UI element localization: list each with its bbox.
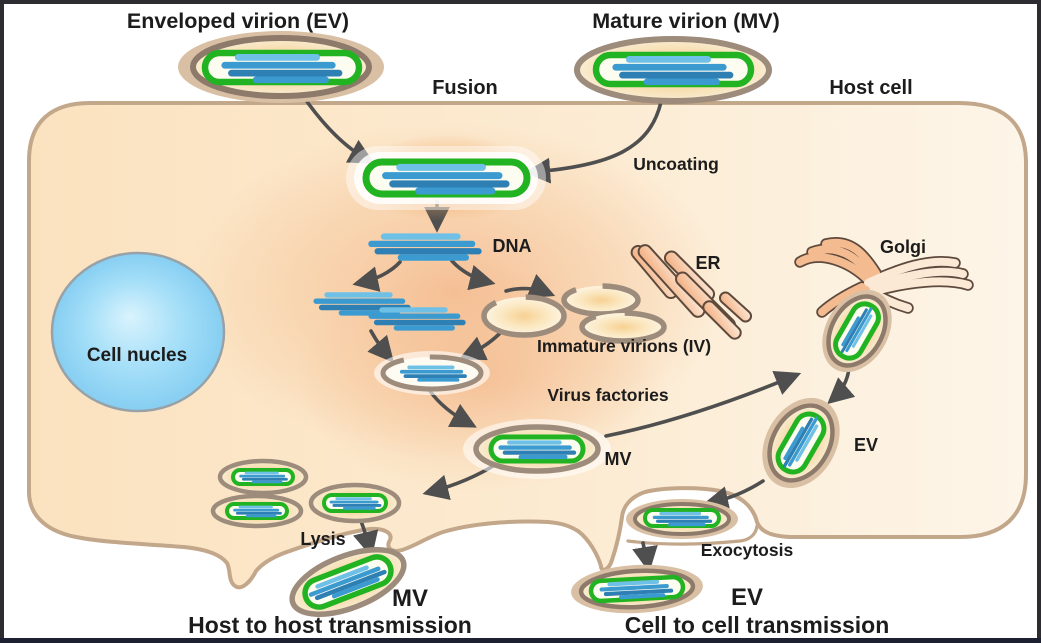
label-immature-virions: Immature virions (IV): [537, 336, 711, 356]
label-ev-golgi: EV: [854, 435, 878, 455]
ev-virion-top: [178, 31, 384, 103]
arrow-dna-to-iv: [450, 259, 496, 291]
ev-virion-exocytosis: [626, 499, 738, 539]
caption-host-to-host: Host to host transmission: [188, 612, 472, 638]
label-golgi: Golgi: [880, 237, 926, 257]
mv-virion-factory: [463, 419, 611, 479]
arrow-fusion-entry: [301, 94, 375, 164]
mv-virion-small-1: [217, 458, 309, 496]
label-cell-nucleus: Cell nucles: [87, 345, 187, 366]
label-er: ER: [695, 253, 720, 273]
label-mv-factory: MV: [605, 449, 632, 469]
arrow-to-immature-virions: [504, 274, 556, 298]
label-lysis: Lysis: [300, 529, 345, 549]
label-mv-released: MV: [392, 585, 428, 612]
arrow-dna-packaging: [367, 329, 395, 363]
arrow-mv-to-golgi: [604, 370, 802, 438]
label-virus-factories: Virus factories: [547, 385, 669, 405]
arrow-uncoating: [524, 100, 663, 184]
immature-virion-with-core: [374, 351, 490, 395]
caption-cell-to-cell: Cell to cell transmission: [625, 612, 890, 638]
arrow-ev-to-exocytosis: [702, 479, 765, 512]
label-exocytosis: Exocytosis: [701, 540, 794, 560]
label-uncoating: Uncoating: [633, 154, 719, 174]
ev-virion-right: [762, 397, 840, 489]
immature-virions: [481, 283, 667, 344]
exocytosis-vesicle-membrane: [626, 524, 759, 546]
label-dna: DNA: [493, 236, 532, 256]
mv-virion-small-3: [308, 482, 402, 524]
mv-virion-small-2: [210, 493, 304, 529]
label-host-cell: Host cell: [829, 77, 912, 99]
uncoated-core: [346, 134, 546, 222]
golgi-apparatus: [794, 237, 974, 322]
ev-virion-released: [571, 564, 703, 614]
label-mature-virion: Mature virion (MV): [592, 9, 780, 33]
cell-nucleus: [50, 251, 226, 413]
arrow-dna-replication: [352, 260, 402, 292]
arrow-exocytosis-release: [632, 541, 658, 573]
arrow-wrapping-to-ev: [827, 367, 856, 405]
label-enveloped-virion: Enveloped virion (EV): [127, 9, 349, 33]
label-fusion: Fusion: [432, 77, 498, 99]
mv-virion-released: [289, 547, 407, 617]
endoplasmic-reticulum: [630, 244, 753, 340]
wrapped-virion-golgi: [822, 289, 892, 373]
mv-virion-top: [574, 36, 772, 104]
label-ev-released: EV: [731, 584, 763, 611]
